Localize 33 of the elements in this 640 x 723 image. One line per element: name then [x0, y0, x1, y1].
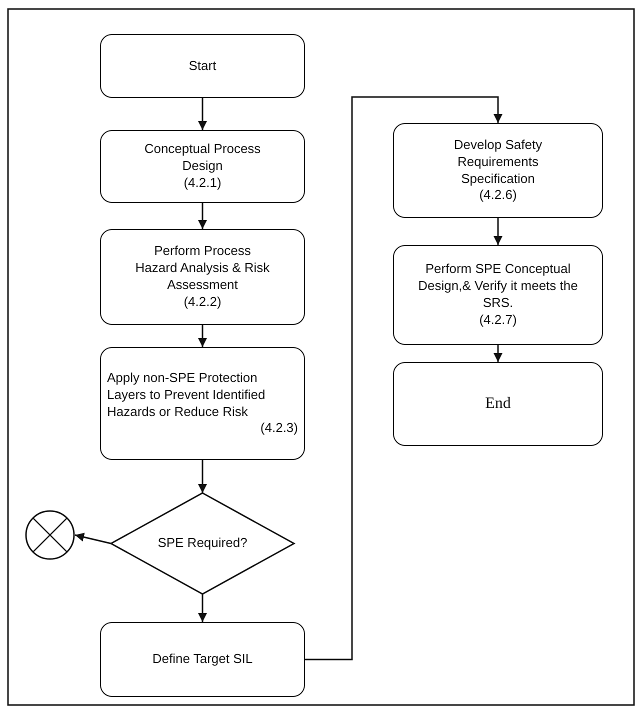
- section-number: (4.2.6): [479, 187, 517, 204]
- arrow: [198, 325, 207, 347]
- decision-diamond: [109, 492, 296, 595]
- section-number: (4.2.7): [479, 312, 517, 329]
- process-box: [100, 34, 305, 98]
- step-label: End: [485, 394, 511, 414]
- arrow: [74, 532, 112, 544]
- process-box: [393, 362, 603, 446]
- arrow: [198, 594, 207, 622]
- process-box: [100, 347, 305, 460]
- arrow: [494, 345, 502, 362]
- arrow: [198, 460, 207, 493]
- process-box: [100, 130, 305, 203]
- step-label: Perform Process Hazard Analysis & Risk Assessment: [135, 243, 270, 294]
- arrow: [198, 203, 207, 229]
- terminator-circle: [25, 510, 75, 560]
- section-number: (4.2.3): [260, 420, 298, 438]
- process-box: [393, 245, 603, 345]
- step-label: Conceptual Process Design: [143, 141, 262, 175]
- arrow: [494, 218, 502, 245]
- process-box: [100, 229, 305, 325]
- step-label: Develop Safety Requirements Specification: [452, 136, 544, 188]
- process-box: [393, 123, 603, 218]
- step-label: Perform SPE Conceptual Design,& Verify it meets the SRS.: [417, 261, 579, 312]
- section-number: (4.2.2): [184, 294, 222, 311]
- arrow: [198, 98, 207, 130]
- step-label: Define Target SIL: [152, 651, 253, 668]
- process-box: [100, 622, 305, 697]
- step-label: Start: [188, 58, 216, 74]
- step-label: Apply non-SPE Protection Layers to Prevent Identified Hazards or Reduce Risk: [107, 370, 266, 420]
- section-number: (4.2.1): [184, 174, 222, 192]
- step-label: SPE Required?: [158, 535, 248, 552]
- arrow: [305, 96, 502, 660]
